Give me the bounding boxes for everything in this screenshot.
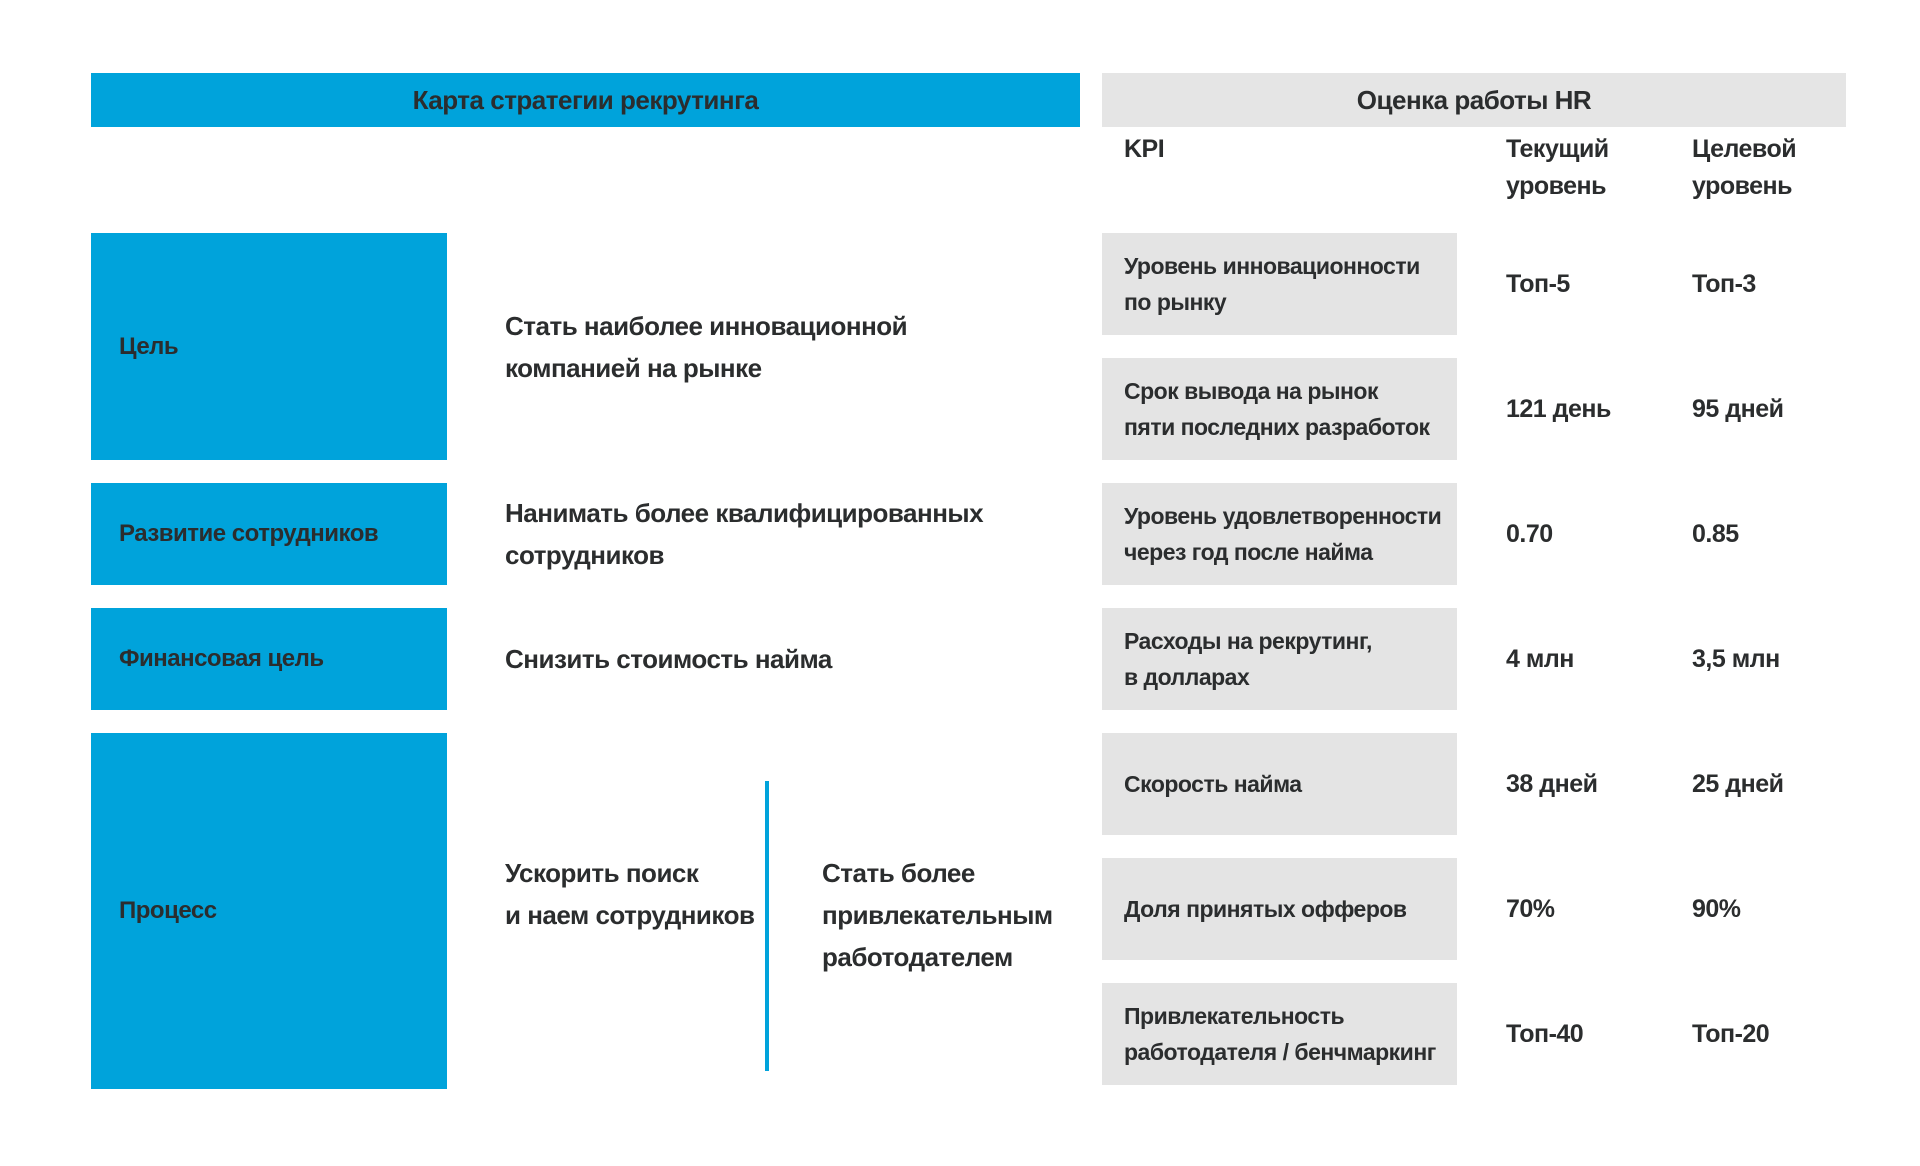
kpi-label: Расходы на рекрутинг, в долларах	[1102, 608, 1457, 710]
kpi-current-value: Топ-5	[1506, 269, 1570, 298]
kpi-label: Уровень инновационности по рынку	[1102, 233, 1457, 335]
target-level-column-header: Целевой уровень	[1692, 135, 1797, 200]
kpi-target-value: Топ-20	[1692, 1019, 1770, 1048]
kpi-current-value: 70%	[1506, 894, 1555, 923]
kpi-table-row: Доля принятых офферов 70% 90%	[1102, 858, 1846, 960]
strategy-box-label: Развитие сотрудников	[119, 520, 379, 547]
kpi-current-value: 4 млн	[1506, 644, 1574, 673]
kpi-current-value: Топ-40	[1506, 1019, 1584, 1048]
kpi-target-value: 25 дней	[1692, 769, 1784, 798]
kpi-target-value: 95 дней	[1692, 394, 1784, 423]
strategy-box-goal: Цель	[91, 233, 447, 460]
kpi-table-row: Скорость найма 38 дней 25 дней	[1102, 733, 1846, 835]
strategy-box-process: Процесс	[91, 733, 447, 1089]
strategy-description-text: Стать наиболее инновационной компанией н…	[505, 310, 908, 383]
kpi-target-value: 0.85	[1692, 519, 1739, 548]
strategy-map-header: Карта стратегии рекрутинга	[91, 73, 1080, 127]
kpi-table-row: Уровень инновационности по рынку Топ-5 Т…	[1102, 233, 1846, 335]
kpi-table-row: Уровень удовлетворенности через год посл…	[1102, 483, 1846, 585]
strategy-description-financial: Снизить стоимость найма	[505, 608, 1025, 710]
kpi-label: Срок вывода на рынок пяти последних разр…	[1102, 358, 1457, 460]
kpi-label: Уровень удовлетворенности через год посл…	[1102, 483, 1457, 585]
strategy-box-label: Цель	[119, 332, 179, 360]
strategy-box-financial: Финансовая цель	[91, 608, 447, 710]
hr-evaluation-title: Оценка работы HR	[1356, 84, 1592, 115]
kpi-current-value: 121 день	[1506, 394, 1611, 423]
process-divider-line	[765, 781, 769, 1071]
kpi-target-value: 90%	[1692, 894, 1741, 923]
strategy-description-text: Снизить стоимость найма	[505, 644, 832, 674]
strategy-description-goal: Стать наиболее инновационной компанией н…	[505, 233, 1025, 460]
kpi-target-value: 3,5 млн	[1692, 644, 1780, 673]
kpi-target-value: Топ-3	[1692, 269, 1756, 298]
strategy-description-development: Нанимать более квалифицированных сотрудн…	[505, 483, 1025, 585]
kpi-current-value: 0.70	[1506, 519, 1553, 548]
strategy-description-process-right: Стать более привлекательным работодателе…	[822, 858, 1053, 972]
kpi-table-row: Срок вывода на рынок пяти последних разр…	[1102, 358, 1846, 460]
strategy-box-label: Финансовая цель	[119, 645, 324, 672]
kpi-table-row: Привлекательность работодателя / бенчмар…	[1102, 983, 1846, 1085]
strategy-description-process-left: Ускорить поиск и наем сотрудников	[505, 858, 755, 930]
kpi-label: Скорость найма	[1102, 733, 1457, 835]
kpi-column-header: KPI	[1124, 135, 1165, 163]
hr-evaluation-header: Оценка работы HR	[1102, 73, 1846, 127]
kpi-table-row: Расходы на рекрутинг, в долларах 4 млн 3…	[1102, 608, 1846, 710]
current-level-column-header: Текущий уровень	[1506, 135, 1609, 200]
strategy-box-development: Развитие сотрудников	[91, 483, 447, 585]
kpi-label: Доля принятых офферов	[1102, 858, 1457, 960]
strategy-box-label: Процесс	[119, 897, 217, 924]
kpi-current-value: 38 дней	[1506, 769, 1598, 798]
kpi-label: Привлекательность работодателя / бенчмар…	[1102, 983, 1457, 1085]
strategy-map-title: Карта стратегии рекрутинга	[412, 84, 759, 115]
strategy-description-text: Нанимать более квалифицированных сотрудн…	[505, 498, 984, 570]
